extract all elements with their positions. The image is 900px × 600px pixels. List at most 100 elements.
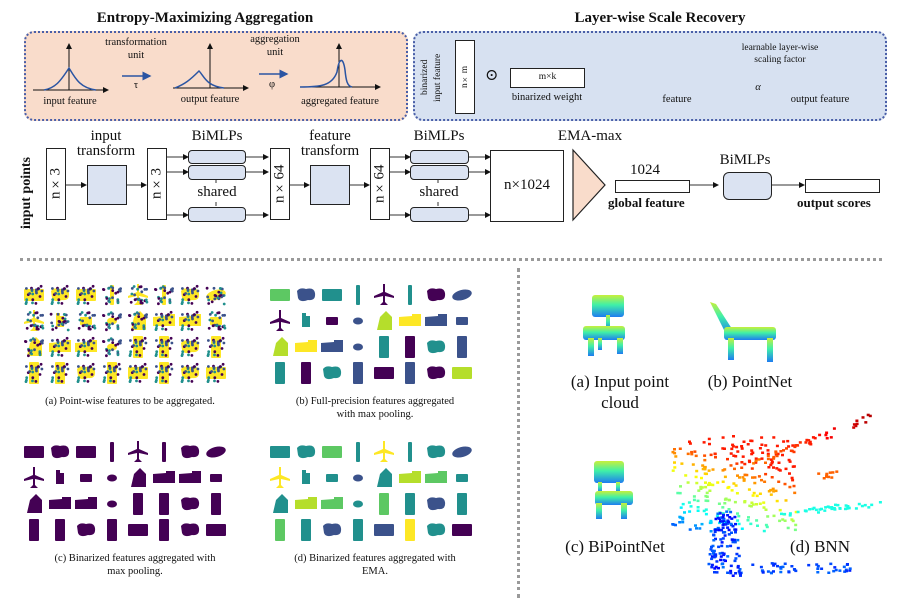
bnn-point [855,419,859,422]
caption-bipointnet: (c) BiPointNet [565,537,665,556]
bnn-point [807,563,811,567]
bnn-point [684,474,688,477]
fullprecision-shape [372,283,398,309]
binarized-max-shape [100,466,126,492]
lsr-title: Layer-wise Scale Recovery [574,10,746,26]
fullprecision-shape [346,335,372,361]
bnn-point [723,475,727,479]
bnn-point [772,514,776,518]
bnn-point [781,565,785,569]
bimlp-3 [723,172,772,200]
bnn-point [751,494,755,497]
bnn-point [772,457,776,460]
bnn-point [730,447,734,451]
bnn-point [740,466,744,469]
pointwise-shape [204,361,230,387]
bnn-point [864,421,868,424]
bnn-point [777,480,781,483]
vertical-separator [517,268,520,598]
bnn-point [758,502,762,505]
bnn-point [722,517,726,521]
bnn-point [683,511,686,514]
bnn-point [781,518,785,521]
bnn-point [755,503,758,506]
nxm-matrix: n×m [455,40,475,114]
bnn-point [721,515,725,519]
bnn-point [733,559,737,563]
bnn-point [826,505,830,508]
bnn-point [757,475,761,478]
bnn-point [695,469,699,473]
binarized-ema-shape [398,492,424,518]
bnn-point [835,470,839,473]
input-transform-label-2: transform [76,143,136,159]
binarized-max-shape [74,518,100,544]
binarized-ema-shape [398,440,424,466]
aggregated-feature-plot [299,43,381,90]
bnn-point [704,508,708,511]
bnn-point [852,426,856,429]
bnn-point [678,515,682,519]
binarized-max-shape [152,440,178,466]
bnn-point [704,499,708,502]
grid-a-pointwise [22,283,232,389]
fullprecision-shape [320,335,346,361]
bnn-point [724,520,728,523]
bnn-point [762,506,766,509]
bnn-point [671,469,675,472]
bnn-point [830,506,834,509]
bnn-point [762,529,766,533]
bnn-point [717,545,721,549]
bnn-point [763,480,767,483]
bnn-point [706,499,710,503]
bnn-point [740,445,744,448]
bnn-point [695,527,698,530]
fullprecision-shape [268,283,294,309]
bnn-point [772,436,776,439]
bnn-point [714,565,718,569]
grid-c-binarized-max [22,440,232,546]
pointwise-shape [22,309,48,335]
binarized-ema-shape [268,466,294,492]
bnn-point [770,476,774,479]
bnn-point [828,471,832,474]
bnn-point [731,443,735,447]
bnn-point [710,555,714,558]
fullprecision-shape [346,283,372,309]
bnn-point [778,469,782,472]
n64-block-b: n×64 [370,148,390,220]
fullprecision-shape [294,361,320,387]
bnn-point [743,473,747,477]
fullprecision-shape [268,335,294,361]
binarized-ema-shape [450,518,476,544]
bnn-point [736,474,739,477]
bnn-point [766,454,770,458]
binarized-ema-shape [268,492,294,518]
bnn-point [736,538,740,542]
bnn-point [689,505,693,508]
bnn-point [711,468,715,471]
bnn-point [783,512,787,516]
odot-operator: ⊙ [485,67,499,84]
bnn-point [775,499,779,503]
binarized-max-shape [152,466,178,492]
bnn-point [820,567,824,570]
bnn-point [705,491,709,495]
bnn-point [825,437,829,440]
binarized-max-shape [74,492,100,518]
bnn-point [738,476,741,479]
bnn-point [833,566,837,569]
bnn-point [854,424,858,428]
bnn-point [745,473,749,477]
fullprecision-shape [372,309,398,335]
bnn-point [736,450,740,453]
bnn-point [699,487,703,490]
bnn-point [735,462,739,465]
binarized-ema-shape [424,466,450,492]
bnn-point [792,484,796,488]
output-feature-plot [173,43,249,91]
bnn-point [878,501,882,504]
binarized-ema-shape [346,466,372,492]
binarized-max-shape [178,492,204,518]
bnn-point [790,565,794,568]
